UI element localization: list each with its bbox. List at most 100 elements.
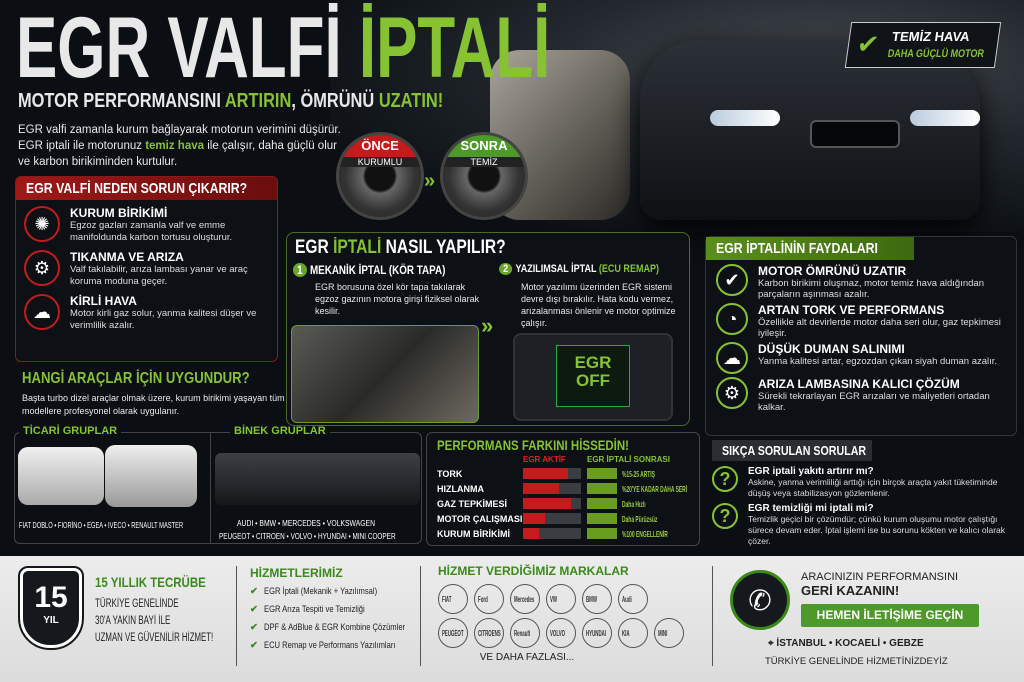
before-bar-fill (523, 513, 546, 524)
check-icon: ✔ (250, 622, 258, 633)
after-label: SONRA (443, 135, 525, 157)
step-title: YAZILIMSAL İPTAL (515, 263, 599, 275)
problem-title: KURUM BİRİKİMİ (70, 206, 168, 220)
problem-text: Egzoz gazları zamanla valf ve emme manif… (70, 220, 233, 243)
service-item: ✔EGR Arıza Tespiti ve Temizliği (250, 604, 415, 615)
brands-more: VE DAHA FAZLASI... (479, 652, 575, 663)
after-sub: TEMİZ (443, 157, 525, 167)
experience-line: TÜRKİYE GENELİNDE (95, 598, 179, 610)
step-title: MEKANİK İPTAL (KÖR TAPA) (309, 263, 446, 277)
faq-answer: Temizlik geçici bir çözümdür; çünkü kuru… (748, 514, 1006, 546)
shield-15-icon: 15 YIL (18, 566, 84, 650)
intro-part: EGR valfi zamanla kurum bağlayarak motor… (18, 124, 341, 152)
step-number: 1 (293, 263, 307, 277)
benefit-title: MOTOR ÖMRÜNÜ UZATIR (758, 264, 907, 278)
brand-logo: BMW (582, 584, 612, 614)
row-label: HIZLANMA (437, 483, 484, 494)
suitable-title: HANGİ ARAÇLAR İÇİN UYGUNDUR? (22, 370, 250, 387)
problem-text: Motor kirli gaz solur, yanma kalitesi dü… (70, 308, 257, 331)
col-before: EGR AKTİF (523, 455, 566, 464)
ecu-device: EGR OFF (513, 333, 673, 421)
before-bar (523, 513, 581, 524)
brand-logo: CITROENS (474, 618, 504, 648)
brand-logo: VW (546, 584, 576, 614)
brand-logo: Mercedes (510, 584, 540, 614)
after-bar (587, 468, 617, 479)
cities: ⌖ İSTANBUL • KOCAELİ • GEBZE (768, 638, 924, 649)
problem-title: KİRLİ HAVA (70, 294, 137, 308)
footer-bar: 15 YIL 15 YILLIK TECRÜBE TÜRKİYE GENELİN… (0, 556, 1024, 682)
before-bar-fill (523, 483, 559, 494)
after-text: %15-25 ARTIŞ (622, 468, 655, 479)
faq-answer: Askine, yanma verimliliği arttığı için b… (748, 477, 998, 498)
cities-text: İSTANBUL • KOCAELİ • GEBZE (776, 638, 924, 649)
before-bar-fill (523, 468, 568, 479)
benefits-panel: EGR İPTALİNİN FAYDALARI ✔ MOTOR ÖMRÜNÜ UZ… (705, 236, 1017, 436)
brand-logo-text: HYUNDAI (586, 628, 607, 638)
brand-logo: FIAT (438, 584, 468, 614)
benefit-title: ARTAN TORK VE PERFORMANS (758, 303, 945, 317)
badge-number: 15 (34, 581, 68, 614)
row-label: TORK (437, 468, 463, 479)
problem-text: Valf takılabilir, arıza lambası yanar ve… (70, 264, 248, 287)
after-bar (587, 528, 617, 539)
soot-icon: ✺ (24, 206, 60, 242)
row-label: KURUM BİRİKİMİ (437, 528, 510, 539)
engine-icon: ⚙ (24, 250, 60, 286)
brand-logo-text: Ford (478, 594, 488, 604)
contact-footer: TÜRKİYE GENELİNDE HİZMETİNİZDEYİZ (765, 656, 948, 667)
title-white: EGR VALFİ (16, 0, 342, 96)
page-title: EGR VALFİ İPTALİ (16, 0, 758, 96)
step-number: 2 (499, 263, 513, 275)
suitable-text: Başta turbo dizel araçlar olmak üzere, k… (22, 393, 285, 416)
problems-title: EGR VALFİ NEDEN SORUN ÇIKARIR? (16, 177, 277, 200)
question-icon: ? (712, 466, 738, 492)
services-title: HİZMETLERİMİZ (250, 566, 343, 580)
problems-panel: EGR VALFİ NEDEN SORUN ÇIKARIR? ✺ KURUM Bİ… (15, 176, 278, 362)
arrow-icon: » (424, 170, 436, 192)
brand-logo-text: KIA (622, 628, 630, 638)
subtitle-part: MOTOR PERFORMANSINI (18, 90, 225, 112)
shield-check-icon: ✔ (716, 264, 748, 296)
benefit-text: Karbon birikimi oluşmaz, motor temiz hav… (758, 278, 984, 300)
commercial-list: FIAT DOBLO • FIORİNO • EGEA • IVECO • RE… (19, 521, 184, 530)
passenger-title: BİNEK GRUPLAR (230, 425, 330, 437)
location-pin-icon: ⌖ (768, 638, 777, 649)
performance-row: HIZLANMA%20'YE KADAR DAHA SERİ (437, 481, 689, 496)
brand-logo-text: CITROENS (478, 628, 501, 638)
service-label: DPF & AdBlue & EGR Kombine Çözümler (263, 622, 406, 633)
experience-line: UZMAN VE GÜVENİLİR HİZMET! (95, 632, 214, 644)
brands-title: HİZMET VERDİĞİMİZ MARKALAR (438, 564, 629, 578)
blind-plug-image (291, 325, 479, 423)
benefits-title: EGR İPTALİNİN FAYDALARI (706, 237, 914, 260)
before-label: ÖNCE (339, 135, 421, 157)
commercial-title: TİCARİ GRUPLAR (19, 425, 122, 437)
brand-logo: MINI (654, 618, 684, 648)
phone-icon[interactable]: ✆ (730, 570, 790, 630)
brand-logo-text: BMW (586, 594, 597, 604)
check-icon: ✔ (250, 586, 258, 597)
benefit-title: ARIZA LAMBASINA KALICI ÇÖZÜM (758, 377, 960, 391)
step-title-green: (ECU REMAP) (598, 263, 660, 275)
car-image (640, 40, 980, 220)
subtitle-part: ARTIRIN (224, 90, 292, 112)
subtitle: MOTOR PERFORMANSINI ARTIRIN, ÖMRÜNÜ UZAT… (18, 90, 537, 113)
brand-logo-text: PEUGEOT (442, 628, 464, 638)
passenger-list: AUDI • BMW • MERCEDES • VOLKSWAGEN PEUGE… (215, 517, 420, 543)
faq-question: EGR temizliği mi iptali mi? (748, 503, 874, 514)
subtitle-part: , ÖMRÜNÜ (291, 90, 379, 112)
brand-logo-text: MINI (658, 628, 668, 638)
after-text: Daha Hızlı (622, 498, 646, 509)
before-bar (523, 498, 581, 509)
benefit-text: Yanma kalitesi artar, egzozdan çıkan siy… (758, 356, 998, 367)
contact-button[interactable]: HEMEN İLETİŞİME GEÇİN (801, 604, 979, 627)
before-bar-fill (523, 528, 540, 539)
passenger-list-line: PEUGEOT • CITROEN • VOLVO • HYUNDAI • MI… (219, 532, 396, 541)
